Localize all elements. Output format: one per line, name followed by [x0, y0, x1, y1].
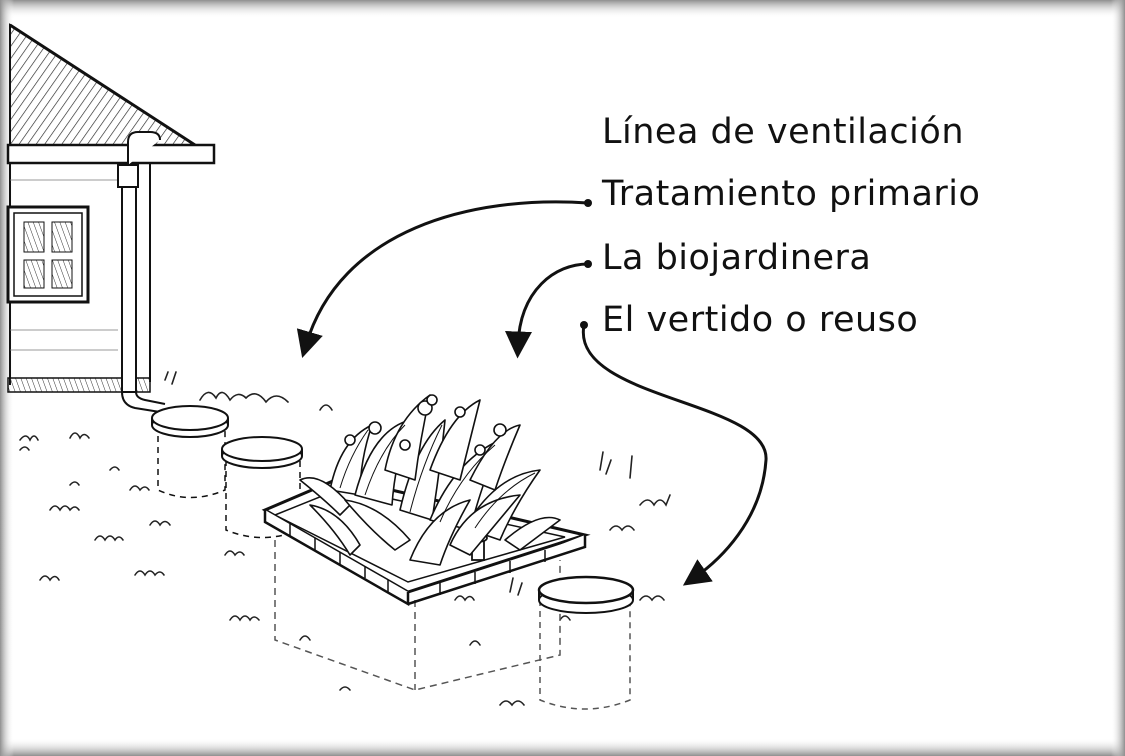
primary-treatment-tanks	[151, 405, 303, 539]
arrows	[296, 199, 768, 586]
arrow-biojardinera	[505, 262, 589, 359]
label-biojardinera: La biojardinera	[602, 238, 872, 278]
window	[6, 205, 90, 304]
roof-eave	[6, 143, 216, 165]
arrow-primary-treatment	[296, 200, 589, 358]
reuse-tank	[537, 575, 635, 710]
tank-2	[221, 436, 303, 539]
label-primary-treatment: Tratamiento primario	[602, 174, 981, 214]
downpipe	[117, 131, 166, 413]
house	[6, 23, 216, 413]
plants	[299, 394, 561, 566]
tank-1	[151, 405, 229, 499]
ground	[19, 371, 671, 707]
label-discharge-reuse: El vertido o reuso	[602, 300, 919, 340]
label-vent-line: Línea de ventilación	[602, 112, 964, 152]
arrow-reuse	[582, 324, 768, 586]
